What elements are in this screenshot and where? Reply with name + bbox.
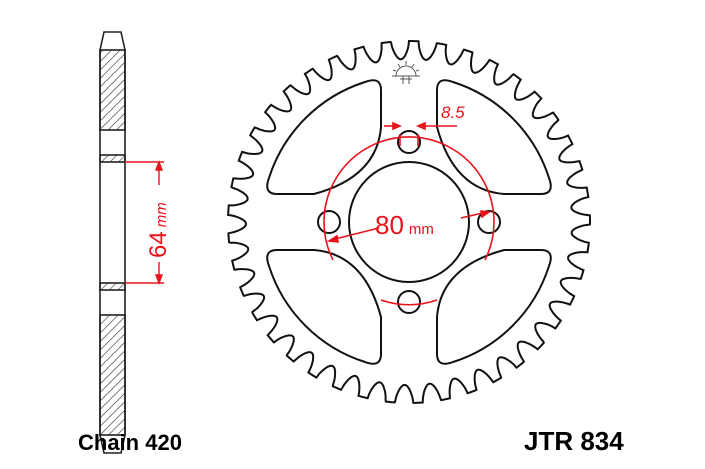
bolt-hole <box>397 130 421 154</box>
front-view <box>226 40 591 404</box>
bolt-hole-label: 8.5 <box>441 103 465 122</box>
bolt-circle-dimension <box>323 121 495 306</box>
hatch-bottom <box>99 314 126 436</box>
bolt-hole <box>317 210 341 234</box>
side-dimension <box>125 160 164 285</box>
side-dimension-label: 64mm <box>145 202 172 258</box>
chain-label: Chain 420 <box>78 430 182 455</box>
hatch-mid-bottom <box>99 282 126 291</box>
hatch-mid-top <box>99 154 126 163</box>
side-view <box>99 31 126 454</box>
sprocket-outline <box>226 40 591 404</box>
center-bore <box>348 161 470 283</box>
lightening-cutout <box>266 249 382 365</box>
bolt-hole <box>397 290 421 314</box>
lightening-cutout <box>266 79 382 195</box>
bolt-hole <box>477 210 501 234</box>
lightening-cutout <box>436 79 552 195</box>
hatch-top <box>99 49 126 131</box>
lightening-cutout <box>436 249 552 365</box>
part-number: JTR 834 <box>524 426 624 456</box>
jt-sun-logo-icon <box>392 61 420 84</box>
